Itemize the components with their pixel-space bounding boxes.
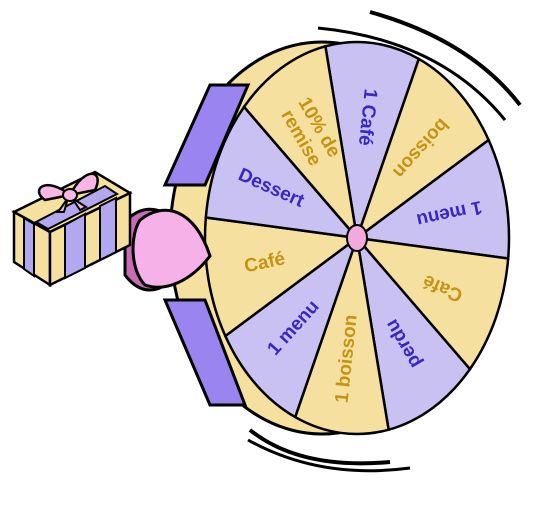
gift-box-icon <box>11 170 133 288</box>
motion-arc-top-outer <box>369 10 522 107</box>
wheel-segment <box>204 104 361 240</box>
wheel-segment <box>242 44 359 243</box>
wheel-segment <box>223 234 360 419</box>
wheel-segment <box>203 216 361 338</box>
motion-arc-bottom-outer <box>248 428 391 466</box>
wheel-side-purple-top <box>162 83 251 187</box>
motion-arc-top-inner <box>317 26 507 121</box>
wheel-segment <box>353 138 511 260</box>
wheel-segment <box>323 40 421 239</box>
wheel-face <box>203 40 511 436</box>
wheel-segment <box>354 57 491 242</box>
pointer-icon <box>123 207 212 292</box>
wheel-segment <box>353 236 510 372</box>
wheel-segment <box>293 237 391 436</box>
wheel-hub <box>346 224 368 252</box>
motion-arc-bottom-inner <box>247 438 411 473</box>
wheel-side-purple-bottom <box>162 298 248 407</box>
wheel-segment <box>355 233 472 432</box>
